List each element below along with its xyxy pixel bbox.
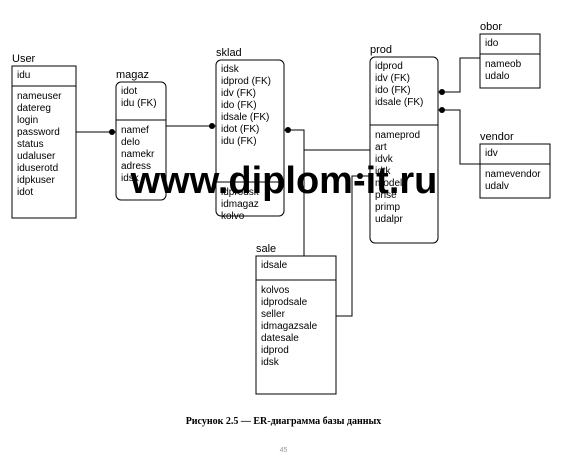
entity-key: idprod (FK) [221,76,271,87]
entity-attribute: idprodsk [221,187,260,198]
entity-key: idsale (FK) [375,97,423,108]
entity-key: idu (FK) [221,136,257,147]
entity-attribute: udalpr [375,214,403,225]
entity-key: idsale (FK) [221,112,269,123]
rel-dot-sklad-magaz [209,123,215,129]
entity-box [215,59,285,217]
rel-dot-prod-vendor [439,107,445,113]
entity-attribute: nameuser [17,91,62,102]
entity-title: User [12,53,36,65]
page-number: 45 [279,447,288,454]
entity-attribute: password [17,127,60,138]
entity-attribute: login [17,115,38,126]
entity-key: ido [485,38,499,49]
entity-box [369,56,439,244]
entity-box [115,81,167,201]
rel-obor-prod [438,57,480,93]
entity-title: vendor [480,131,514,143]
entity-attribute: idmagazsale [261,321,318,332]
entity-key: idprod [375,61,403,72]
entity-attribute: udaluser [17,151,56,162]
rel-dot-magaz [109,129,115,135]
rel-vendor-prod [438,109,480,165]
entity-key: idu (FK) [121,98,157,109]
entity-attribute: udalo [485,71,510,82]
entity-attribute: namef [121,125,149,136]
entity-key: idsk [221,64,240,75]
entity-attribute: idot [17,187,33,198]
entity-attribute: nameprod [375,130,420,141]
entities: User idu nameuserdateregloginpasswordstatu… [11,21,551,395]
entity-attribute: namevendor [485,169,541,180]
entity-box [11,65,77,219]
entity-attribute: namekr [121,149,155,160]
entity-attribute: idsk [261,357,280,368]
entity-title: obor [480,21,502,33]
figure-caption: Рисунок 2.5 — ER-диаграмма базы данных [185,416,382,427]
entity-attribute: art [375,142,387,153]
entity-box [479,33,541,89]
watermark: www.diplom-it.ru [130,160,438,202]
entity-attribute: model [375,178,402,189]
rel-dot-sklad-prod [285,127,291,133]
entity-attribute: primp [375,202,400,213]
entity-attribute: idvk [375,154,394,165]
entity-attribute: kolvo [221,211,245,222]
entity-attribute: idtk [375,166,392,177]
entity-attribute: status [17,139,44,150]
entity-attribute: idsk [121,173,140,184]
entity-key: idv (FK) [221,88,256,99]
entity-key: idv [485,148,498,159]
entity-attribute: kolvos [261,285,289,296]
entity-title: sale [256,243,276,255]
entity-attribute: delo [121,137,140,148]
entity-key: idv (FK) [375,73,410,84]
entity-attribute: nameob [485,59,522,70]
entity-key: idu [17,70,30,81]
entity-key: ido (FK) [221,100,257,111]
rel-dot-prod-obor [439,89,445,95]
entity-attribute: idpkuser [17,175,55,186]
rel-prod-sklad [284,129,370,151]
entity-attribute: udalv [485,181,509,192]
entity-attribute: idprodsale [261,297,308,308]
entity-key: idsale [261,260,288,271]
entity-attribute: idprod [261,345,289,356]
entity-key: idot [121,86,137,97]
relationship-lines [76,57,480,317]
entity-attribute: datereg [17,103,51,114]
entity-attribute: seller [261,309,286,320]
entity-title: magaz [116,69,149,81]
entity-attribute: iduserotd [17,163,58,174]
entity-title: sklad [216,47,242,59]
entity-attribute: prise [375,190,397,201]
entity-user: User idu nameuserdateregloginpasswordstatu… [11,53,77,219]
entity-attribute: datesale [261,333,299,344]
entity-key: ido (FK) [375,85,411,96]
entity-key: idot (FK) [221,124,259,135]
entity-attribute: adress [121,161,151,172]
entity-sale: sale idsale kolvosidprodsaleselleridmagazs… [255,243,337,395]
rel-dot-prod-sale [357,173,363,179]
entity-box [479,143,551,199]
entity-box [255,255,337,395]
entity-title: prod [370,44,392,56]
entity-attribute: idmagaz [221,199,259,210]
